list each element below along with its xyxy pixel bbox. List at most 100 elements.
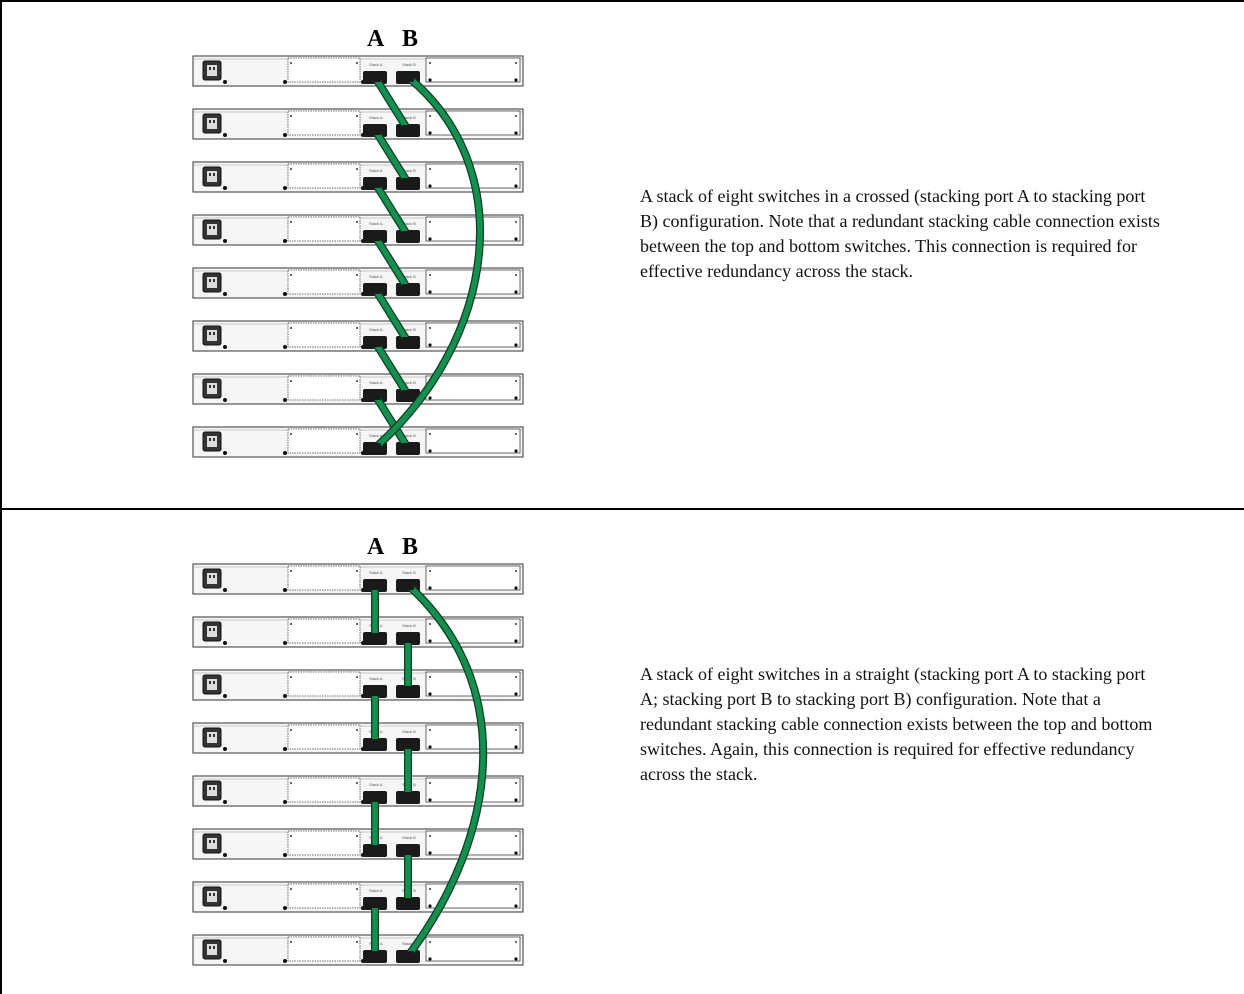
power-pin (209, 67, 211, 70)
stacking-cables (369, 72, 484, 453)
bay-screw (515, 221, 517, 223)
bay-screw (428, 343, 432, 347)
cable-plug (402, 72, 414, 82)
bay-screw (283, 906, 287, 910)
power-pin (209, 628, 211, 631)
bay-screw (514, 343, 518, 347)
cable-plug (369, 845, 381, 855)
stacking-cable (372, 74, 483, 451)
power-pin (209, 787, 211, 790)
power-pin (213, 840, 215, 843)
power-inlet-socket (207, 732, 217, 743)
power-inlet-socket (207, 626, 217, 637)
stack-a-tag: Stack A (369, 168, 383, 173)
bay-screw (290, 835, 292, 837)
cable-plug (369, 337, 381, 347)
expansion-bay (287, 322, 361, 348)
bay-screw (515, 274, 517, 276)
power-inlet-socket (207, 330, 217, 341)
bay-screw (290, 62, 292, 64)
power-pin (213, 279, 215, 282)
bay-screw (290, 221, 292, 223)
bay-screw (515, 729, 517, 731)
bay-screw (514, 851, 518, 855)
cable-plug (402, 739, 414, 749)
bay-screw (514, 586, 518, 590)
bay-screw (514, 957, 518, 961)
ground-screw (223, 959, 227, 963)
expansion-bay (287, 269, 361, 295)
straight-description: A stack of eight switches in a straight … (640, 664, 1153, 784)
bay-screw (283, 747, 287, 751)
bay-screw (429, 327, 431, 329)
bay-screw (356, 380, 358, 382)
power-inlet-socket (207, 224, 217, 235)
stack-a-tag: Stack A (369, 888, 383, 893)
bay-screw (356, 62, 358, 64)
power-pin (213, 734, 215, 737)
ground-screw (223, 906, 227, 910)
bay-screw (429, 782, 431, 784)
expansion-bay (287, 883, 361, 909)
bay-screw (428, 798, 432, 802)
stacking-cable (372, 339, 411, 398)
bay-screw (428, 851, 432, 855)
bay-screw (428, 586, 432, 590)
bay-screw (290, 676, 292, 678)
power-pin (209, 438, 211, 441)
bay-screw (515, 62, 517, 64)
bay-screw (356, 729, 358, 731)
bay-screw (356, 888, 358, 890)
table-top-border (0, 0, 1244, 2)
power-pin (213, 946, 215, 949)
expansion-bay-2 (425, 322, 521, 348)
bay-screw (515, 888, 517, 890)
bay-screw (283, 239, 287, 243)
bay-screw (514, 449, 518, 453)
power-pin (213, 575, 215, 578)
power-pin (209, 893, 211, 896)
stacking-cable (372, 233, 411, 292)
cable-plug (369, 580, 381, 590)
bay-screw (515, 623, 517, 625)
bay-screw (515, 327, 517, 329)
ground-screw (223, 588, 227, 592)
bay-screw (428, 692, 432, 696)
expansion-bay (287, 110, 361, 136)
bay-screw (283, 292, 287, 296)
ground-screw (223, 800, 227, 804)
bay-screw (514, 745, 518, 749)
stack-a-tag: Stack A (369, 62, 383, 67)
power-inlet-socket (207, 573, 217, 584)
bay-screw (428, 449, 432, 453)
ground-screw (223, 398, 227, 402)
cable-plug (402, 178, 414, 188)
stack-a-tag: Stack A (369, 115, 383, 120)
power-pin (213, 332, 215, 335)
bay-screw (290, 570, 292, 572)
cable-plug (369, 72, 381, 82)
bay-screw (428, 184, 432, 188)
expansion-bay (287, 777, 361, 803)
expansion-bay (287, 936, 361, 962)
power-inlet-socket (207, 436, 217, 447)
cable-plug (369, 951, 381, 961)
bay-screw (290, 888, 292, 890)
bay-screw (356, 221, 358, 223)
power-inlet-socket (207, 891, 217, 902)
bay-screw (290, 115, 292, 117)
power-inlet-socket (207, 679, 217, 690)
ground-screw (223, 345, 227, 349)
stack-a-tag: Stack A (369, 380, 383, 385)
expansion-bay-2 (425, 724, 521, 750)
bay-screw (283, 694, 287, 698)
stack-b-tag: Stack B (402, 221, 416, 226)
expansion-bay (287, 428, 361, 454)
